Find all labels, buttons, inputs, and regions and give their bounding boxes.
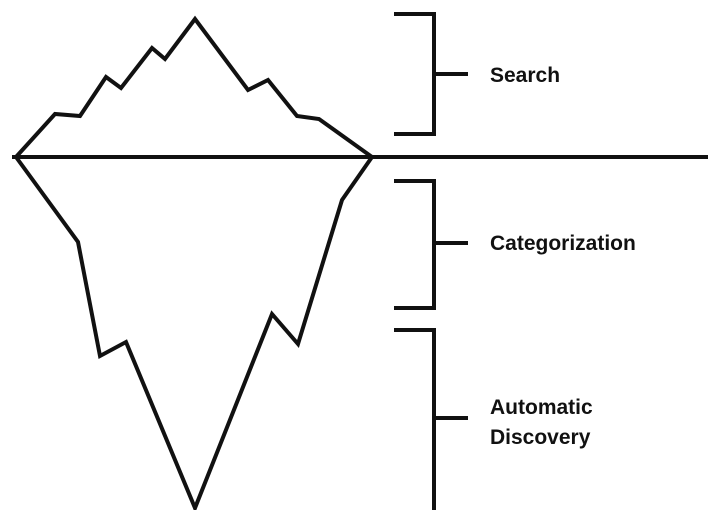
search-bracket: [394, 12, 468, 136]
iceberg-body: [14, 155, 374, 510]
search-label: Search: [490, 64, 561, 87]
categorization-label: Categorization: [490, 232, 636, 255]
automatic-discovery-bracket: [394, 328, 468, 510]
automatic-discovery-label-line-1: Automatic: [490, 396, 593, 419]
automatic-discovery-label-line-2: Discovery: [490, 426, 591, 449]
iceberg-tip: [14, 15, 374, 159]
categorization-bracket: [394, 179, 468, 310]
